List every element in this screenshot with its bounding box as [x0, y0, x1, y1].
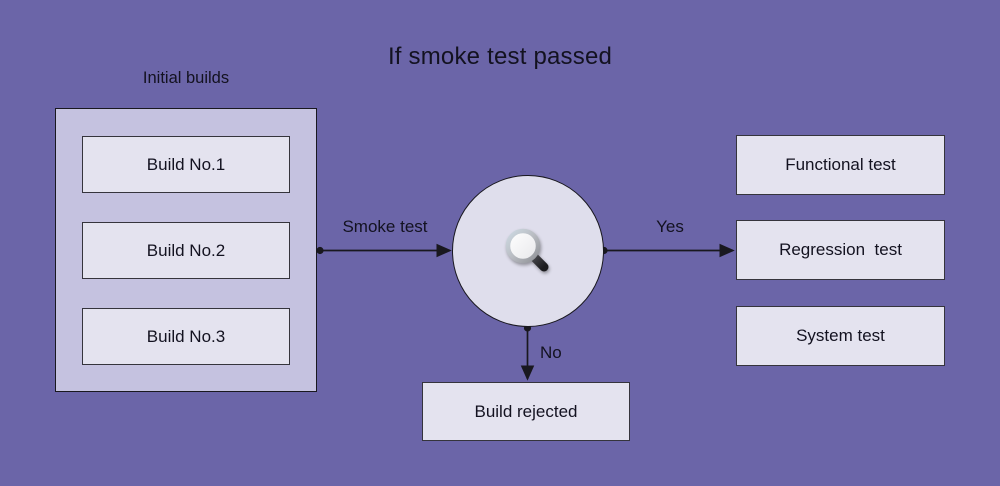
edge-label-smoke-test: Smoke test	[342, 217, 428, 236]
node-build-2-label: Build No.2	[146, 240, 226, 260]
node-build-1: Build No.1	[82, 136, 290, 193]
node-build-2: Build No.2	[82, 222, 290, 279]
node-regression-test: Regression test	[736, 220, 945, 280]
node-regression-test-label: Regression test	[779, 240, 902, 259]
initial-builds-label: Initial builds	[142, 69, 230, 87]
node-build-rejected: Build rejected	[422, 382, 630, 441]
page-title: If smoke test passed	[387, 43, 613, 70]
node-system-test-label: System test	[796, 326, 885, 345]
edge-label-yes: Yes	[656, 217, 684, 236]
node-functional-test: Functional test	[736, 135, 945, 195]
initial-builds-container: Build No.1 Build No.2 Build No.3	[55, 108, 317, 392]
node-system-test: System test	[736, 306, 945, 366]
node-build-rejected-label: Build rejected	[474, 401, 578, 421]
magnifying-glass-icon	[505, 228, 549, 272]
node-build-3: Build No.3	[82, 308, 290, 365]
node-build-1-label: Build No.1	[146, 154, 226, 174]
node-functional-test-label: Functional test	[785, 155, 896, 174]
edge-label-no: No	[540, 343, 562, 362]
decision-node-smoke-test	[452, 175, 604, 327]
node-build-3-label: Build No.3	[146, 326, 226, 346]
